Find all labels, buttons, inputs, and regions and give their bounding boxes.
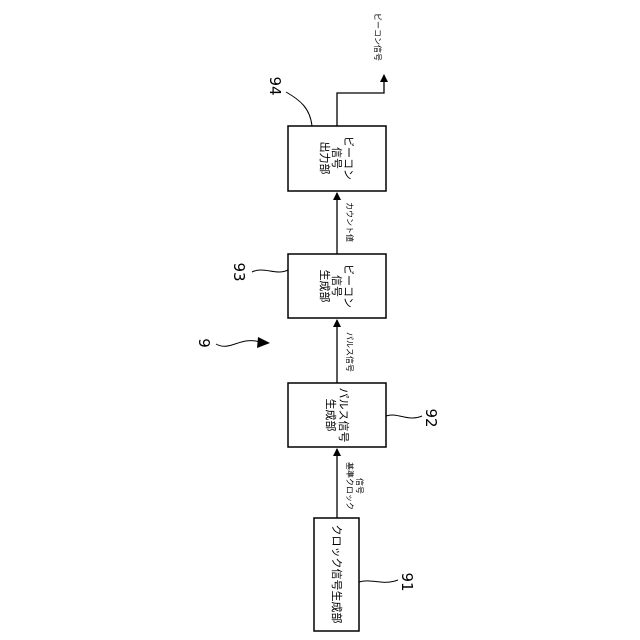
leader-9 <box>216 341 260 347</box>
block-91-label: クロック信号生成部 <box>330 525 344 624</box>
leader-91 <box>359 580 398 582</box>
leader-93 <box>252 270 288 272</box>
leader-94 <box>286 92 312 126</box>
signal-output-label: ビーコン信号 <box>373 13 383 61</box>
arrow-94-output <box>337 75 384 126</box>
ref-system-9: 9 <box>195 338 213 348</box>
signal-92-93-label: パルス信号 <box>345 332 355 372</box>
leader-9-arrowhead <box>257 337 270 348</box>
block-93-label-line3: 生成部 <box>318 270 332 303</box>
leader-92 <box>386 415 422 418</box>
signal-93-94-label: カウント値 <box>345 202 355 242</box>
ref-92: 92 <box>422 408 440 427</box>
signal-91-92-label-line2: 信号 <box>355 478 365 494</box>
block-94-label-line3: 出力部 <box>318 142 332 175</box>
ref-93: 93 <box>230 262 248 281</box>
signal-91-92-label-line1: 基準クロック <box>345 462 355 510</box>
block-92-label-line1: パルス信号 <box>337 388 350 443</box>
ref-94: 94 <box>266 76 284 95</box>
block-92-label-line2: 生成部 <box>324 399 338 432</box>
ref-91: 91 <box>398 572 416 591</box>
